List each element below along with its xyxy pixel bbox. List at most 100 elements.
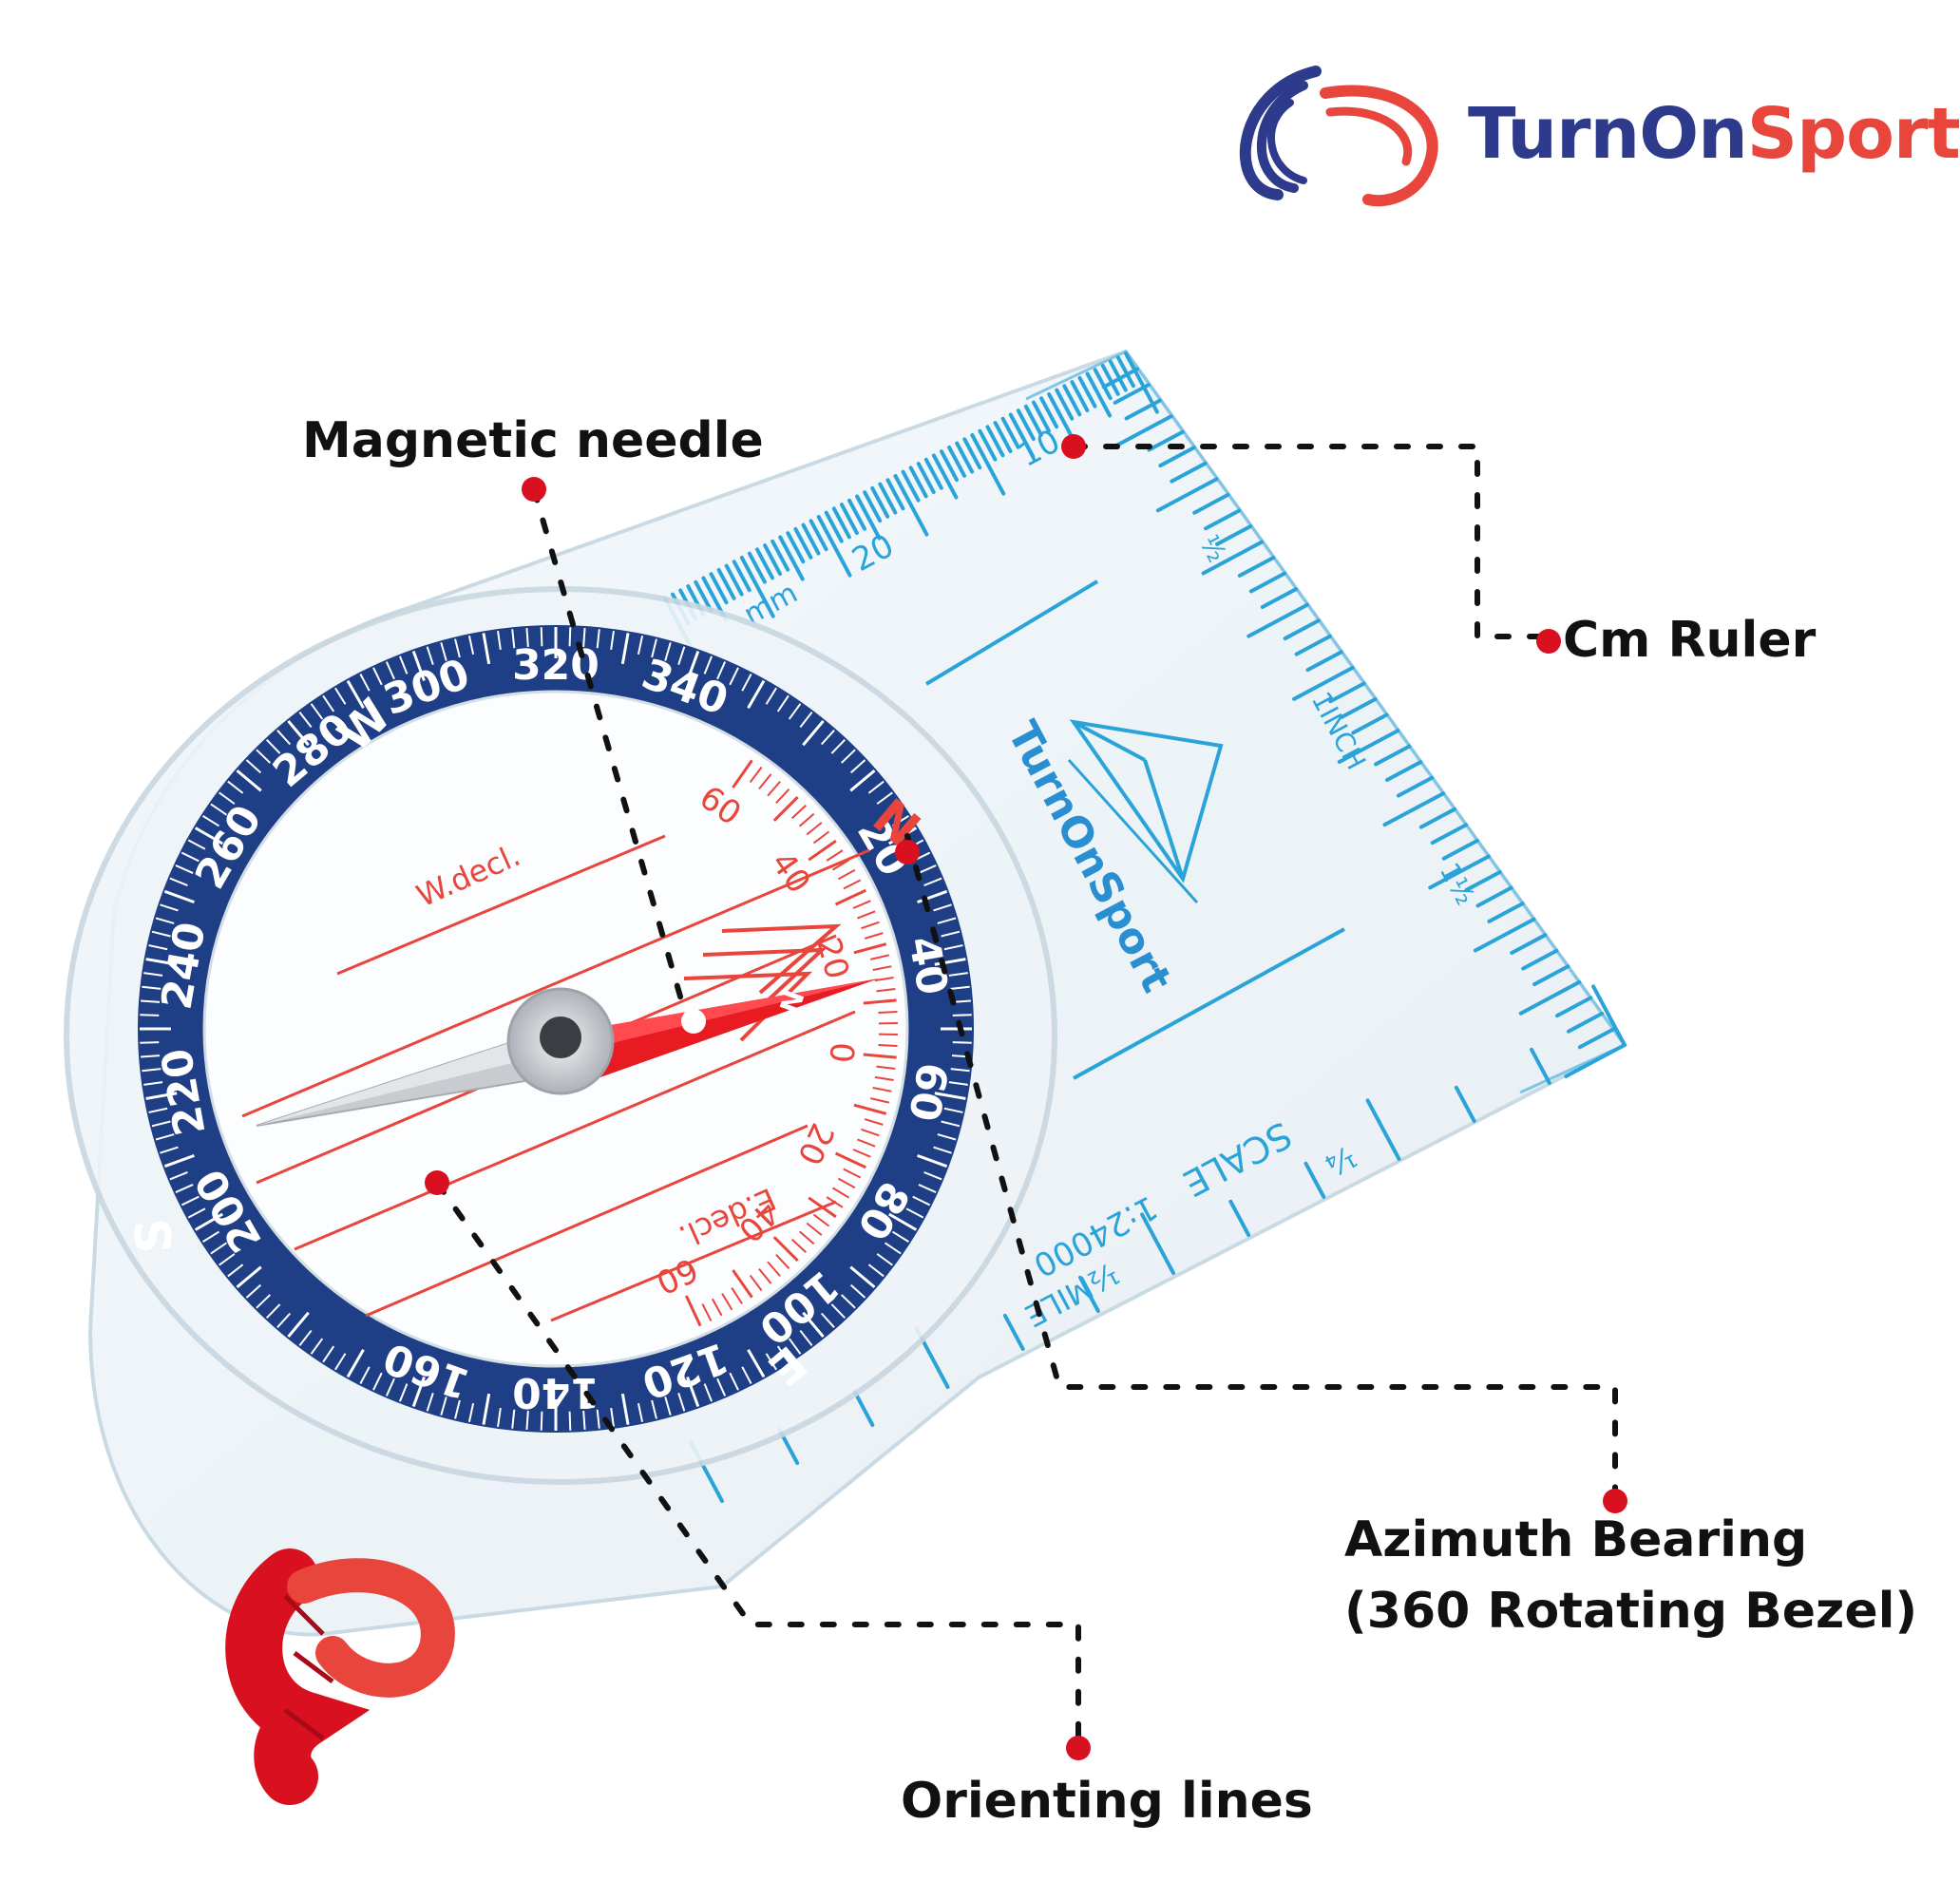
bezel-tick: [849, 769, 876, 792]
bezel-tick: [923, 877, 942, 886]
bezel-tick: [802, 719, 825, 747]
bezel-tick: [210, 803, 228, 816]
ruler-tick: [1147, 429, 1185, 452]
declination-tick: [876, 1065, 896, 1071]
bezel-tick: [937, 1133, 957, 1141]
ruler-tick: [1158, 446, 1196, 468]
ruler-tick: [855, 494, 882, 541]
bezel-tick: [582, 1410, 586, 1431]
declination-tick: [870, 1097, 889, 1104]
ruler-tick: [1292, 665, 1355, 701]
bezel-tick: [322, 694, 335, 712]
ruler-tick: [931, 453, 959, 500]
bezel-tick: [747, 679, 766, 710]
scale-tick: [1454, 1085, 1476, 1123]
bezel-tick: [467, 1402, 475, 1422]
ruler-tick: [1215, 524, 1253, 546]
ruler-tick: [1510, 933, 1548, 955]
ruler-tick: [1351, 712, 1389, 735]
ruler-tick: [1108, 359, 1128, 392]
bezel-tick: [525, 627, 529, 648]
ruler-tick: [893, 474, 929, 537]
bezel-tick: [298, 1329, 313, 1346]
bezel-tick: [686, 1376, 700, 1408]
bezel-tick: [905, 1207, 924, 1219]
declination-tick: [790, 804, 807, 820]
bezel-tick: [917, 1153, 948, 1168]
ruler-tick: [878, 482, 898, 515]
ruler-tick: [1283, 618, 1321, 641]
bezel-tick: [467, 636, 475, 656]
bezel-tick: [143, 972, 163, 977]
declination-tick: [767, 1261, 781, 1278]
bezel-tick: [411, 650, 426, 682]
bezel-tick: [952, 1014, 972, 1016]
ruler-tick: [1566, 1011, 1605, 1034]
declination-tick: [837, 1177, 856, 1189]
ruler-tick: [847, 498, 866, 531]
ruler-tick: [801, 522, 821, 556]
bezel-tick: [398, 656, 409, 674]
magnetic-needle-dot: [522, 477, 546, 502]
declination-tick: [852, 1149, 871, 1158]
bezel-tick: [934, 1092, 966, 1100]
bezel-tick: [840, 749, 856, 764]
ruler-tick: [1039, 396, 1059, 429]
callout-magnetic-needle: Magnetic needle: [302, 412, 764, 469]
bezel-tick: [891, 1230, 909, 1244]
ruler-tick: [1237, 556, 1276, 578]
bezel-tick: [747, 1348, 766, 1378]
bezel-tick: [651, 1399, 657, 1419]
bezel-tick: [918, 1184, 937, 1193]
bezel-tick: [788, 703, 802, 720]
bezel-tick: [741, 674, 752, 692]
callout-azimuth-line-1: Azimuth Bearing: [1344, 1511, 1808, 1568]
ruler-tick: [816, 515, 852, 578]
compass-diagram: TurnOnSport 10 20 mm 1INCH ½ 1½ SCALE 1:…: [64, 66, 1627, 1805]
bezel-tick: [948, 972, 968, 977]
declination-tick: [758, 773, 772, 790]
bezel-tick: [398, 1383, 409, 1402]
scale-tick: [1303, 1161, 1326, 1199]
bezel-tick: [620, 1393, 630, 1425]
bezel-tick: [148, 1107, 168, 1113]
bezel-tick: [884, 1242, 902, 1255]
bezel-tick: [943, 1107, 963, 1113]
declination-tick: [864, 1118, 884, 1126]
magnetic-needle: N: [256, 978, 879, 1127]
red-lanyard: [225, 1548, 455, 1805]
bezel-tick: [145, 1092, 178, 1100]
direction-of-travel-arrow: [1069, 719, 1224, 884]
bezel-tick: [287, 1311, 310, 1339]
bezel-tick: [887, 826, 918, 846]
bezel-tick: [359, 1366, 371, 1384]
bezel-tick: [716, 661, 727, 680]
ruler-tick: [1248, 571, 1287, 594]
declination-tick: [806, 822, 823, 836]
bezel-tick: [266, 739, 281, 754]
bezel-tick: [884, 803, 902, 816]
ruler-tick: [1124, 398, 1162, 421]
ruler-tick: [709, 572, 729, 605]
declination-tick: [872, 965, 892, 971]
bezel-tick: [677, 1392, 686, 1412]
declination-tick: [758, 1267, 772, 1284]
orienting-lines-label-dot: [1066, 1736, 1091, 1760]
ruler-tick: [1521, 948, 1559, 971]
bezel-tick: [140, 1054, 161, 1058]
bezel-tick: [187, 1207, 206, 1219]
bezel-tick: [151, 930, 171, 938]
declination-tick: [812, 830, 830, 845]
bezel-tick: [596, 1409, 600, 1429]
brand-logo-mark: [1239, 66, 1438, 207]
declination-tick: [831, 859, 850, 871]
ruler-tick: [1385, 760, 1423, 782]
bezel-tick: [169, 1171, 188, 1181]
bezel-tick: [454, 1399, 461, 1419]
ruler-tick: [724, 563, 744, 597]
bezel-tick: [876, 1253, 893, 1266]
declination-tick: [878, 1010, 898, 1014]
ruler-tick: [716, 567, 736, 600]
declination-tick: [834, 888, 866, 906]
bezel-tick: [155, 1133, 175, 1141]
